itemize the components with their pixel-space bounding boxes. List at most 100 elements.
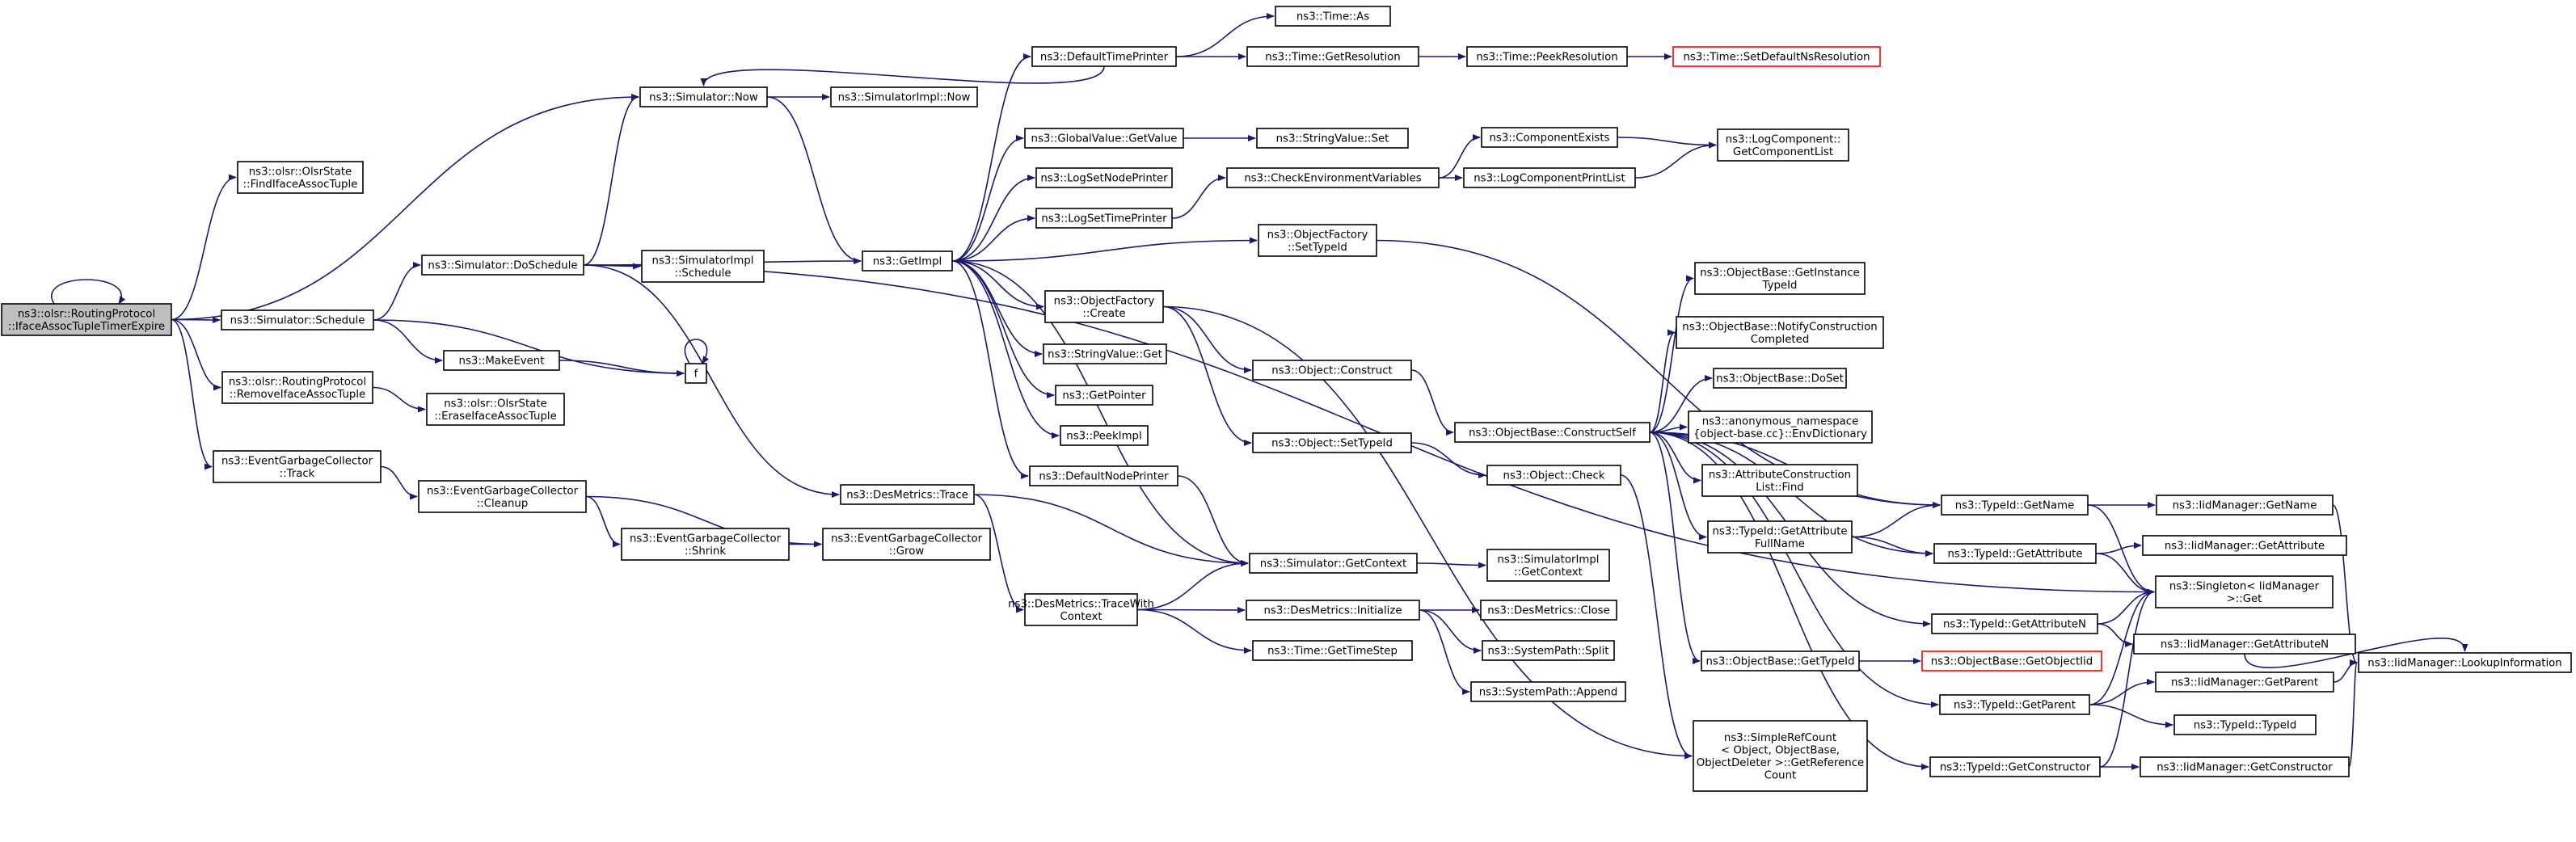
node-simImplGetContext[interactable]: ns3::SimulatorImpl::GetContext	[1486, 549, 1610, 582]
node-iidLookupInformation[interactable]: ns3::IidManager::LookupInformation	[2358, 652, 2572, 673]
node-egcShrink[interactable]: ns3::EventGarbageCollector::Shrink	[621, 528, 790, 561]
node-simDoSchedule[interactable]: ns3::Simulator::DoSchedule	[421, 255, 584, 276]
edge-typeIdGetParent-to-singletonGet	[2089, 588, 2155, 705]
node-label: ns3::olsr::RoutingProtocol	[18, 308, 155, 320]
node-iidGetParent[interactable]: ns3::IidManager::GetParent	[2155, 671, 2334, 693]
node-stringValueSet[interactable]: ns3::StringValue::Set	[1256, 128, 1409, 149]
node-checkEnvVars[interactable]: ns3::CheckEnvironmentVariables	[1226, 167, 1440, 188]
node-timePeekResolution[interactable]: ns3::Time::PeekResolution	[1466, 46, 1628, 67]
node-iidGetConstructor[interactable]: ns3::IidManager::GetConstructor	[2140, 756, 2350, 777]
node-timeGetResolution[interactable]: ns3::Time::GetResolution	[1246, 46, 1419, 67]
node-globalGetValue[interactable]: ns3::GlobalValue::GetValue	[1024, 128, 1184, 149]
node-logCompGetList[interactable]: ns3::LogComponent::GetComponentList	[1717, 128, 1849, 162]
node-simImplNow[interactable]: ns3::SimulatorImpl::Now	[830, 86, 978, 107]
node-defaultTimePrinter[interactable]: ns3::DefaultTimePrinter	[1031, 46, 1177, 67]
node-sysPathAppend[interactable]: ns3::SystemPath::Append	[1470, 681, 1626, 702]
node-objBaseConstructSelf[interactable]: ns3::ObjectBase::ConstructSelf	[1454, 422, 1651, 443]
edge-objBaseConstructSelf-to-objBaseDoSet	[1649, 375, 1713, 433]
node-box	[1470, 681, 1626, 702]
edge-getImpl-to-getPointer	[951, 260, 1055, 398]
node-objectConstruct[interactable]: ns3::Object::Construct	[1252, 360, 1412, 381]
node-removeIfaceAssoc[interactable]: ns3::olsr::RoutingProtocol::RemoveIfaceA…	[221, 371, 373, 404]
node-objectCheck[interactable]: ns3::Object::Check	[1486, 465, 1621, 486]
node-timeGetTimeStep[interactable]: ns3::Time::GetTimeStep	[1252, 640, 1413, 661]
node-box	[1701, 650, 1860, 671]
node-desClose[interactable]: ns3::DesMetrics::Close	[1480, 600, 1617, 621]
node-objFactorySetTypeId[interactable]: ns3::ObjectFactory::SetTypeId	[1258, 224, 1377, 257]
node-box	[421, 255, 584, 276]
node-typeIdGetName[interactable]: ns3::TypeId::GetName	[1941, 495, 2089, 516]
node-box	[1693, 720, 1868, 792]
node-timeAs[interactable]: ns3::Time::As	[1275, 6, 1391, 27]
node-simpleRefCount[interactable]: ns3::SimpleRefCount< Object, ObjectBase,…	[1693, 720, 1868, 792]
node-box	[1246, 46, 1419, 67]
node-desInitialize[interactable]: ns3::DesMetrics::Initialize	[1246, 600, 1420, 621]
node-label: Context	[1060, 611, 1102, 623]
node-simImplSchedule[interactable]: ns3::SimulatorImpl::Schedule	[641, 250, 765, 283]
node-componentExists[interactable]: ns3::ComponentExists	[1481, 127, 1618, 148]
node-timeSetDefaultNsRes[interactable]: ns3::Time::SetDefaultNsResolution	[1672, 46, 1881, 67]
node-typeIdGetAttribute[interactable]: ns3::TypeId::GetAttribute	[1933, 543, 2097, 564]
node-objBaseGetObjectIid[interactable]: ns3::ObjectBase::GetObjectIid	[1921, 650, 2102, 671]
edge-simDoSchedule-to-simNow	[583, 94, 639, 266]
node-box	[1701, 464, 1858, 497]
node-egcCleanup[interactable]: ns3::EventGarbageCollector::Cleanup	[418, 480, 587, 513]
node-root[interactable]: ns3::olsr::RoutingProtocol::IfaceAssocTu…	[1, 303, 172, 336]
node-label: ns3::ComponentExists	[1489, 133, 1609, 145]
node-typeIdGetConstructor[interactable]: ns3::TypeId::GetConstructor	[1929, 756, 2101, 777]
node-iidGetAttributeN[interactable]: ns3::IidManager::GetAttributeN	[2133, 634, 2356, 655]
node-envDictionary[interactable]: ns3::anonymous_namespace{object-base.cc}…	[1688, 410, 1873, 444]
edge-objectConstruct-to-objBaseConstructSelf	[1410, 369, 1454, 436]
node-logSetNodePrinter[interactable]: ns3::LogSetNodePrinter	[1035, 167, 1173, 188]
node-singletonGet[interactable]: ns3::Singleton< IidManager>::Get	[2155, 575, 2334, 608]
node-simSchedule[interactable]: ns3::Simulator::Schedule	[221, 309, 374, 330]
node-egcGrow[interactable]: ns3::EventGarbageCollector::Grow	[822, 528, 991, 561]
node-box	[2155, 671, 2334, 693]
node-defaultNodePrinter[interactable]: ns3::DefaultNodePrinter	[1029, 465, 1178, 486]
node-objectSetTypeId[interactable]: ns3::Object::SetTypeId	[1252, 432, 1412, 453]
node-logComponentPrintList[interactable]: ns3::LogComponentPrintList	[1463, 167, 1636, 188]
node-label: ns3::Simulator::GetContext	[1260, 558, 1406, 570]
edge-objBaseConstructSelf-to-objBaseNotifyConstruction	[1649, 329, 1676, 433]
node-iidGetName[interactable]: ns3::IidManager::GetName	[2156, 495, 2334, 516]
node-peekImpl[interactable]: ns3::PeekImpl	[1060, 425, 1149, 446]
node-objBaseDoSet[interactable]: ns3::ObjectBase::DoSet	[1713, 368, 1847, 389]
node-simGetContext[interactable]: ns3::Simulator::GetContext	[1249, 553, 1418, 574]
node-objBaseNotifyConstruction[interactable]: ns3::ObjectBase::NotifyConstructionCompl…	[1676, 316, 1884, 349]
edge-desTrace-to-desTraceWith	[973, 494, 1024, 613]
node-findIfaceAssoc[interactable]: ns3::olsr::OlsrState::FindIfaceAssocTupl…	[237, 161, 364, 194]
node-typeIdGetAttributeN[interactable]: ns3::TypeId::GetAttributeN	[1931, 613, 2098, 634]
node-getPointer[interactable]: ns3::GetPointer	[1055, 385, 1153, 406]
node-simNow[interactable]: ns3::Simulator::Now	[639, 86, 768, 107]
node-eraseIfaceAssoc[interactable]: ns3::olsr::OlsrState::EraseIfaceAssocTup…	[426, 393, 565, 426]
node-objFactoryCreate[interactable]: ns3::ObjectFactory::Create	[1044, 290, 1164, 323]
node-typeIdTypeId[interactable]: ns3::TypeId::TypeId	[2173, 714, 2317, 735]
node-box	[2142, 535, 2347, 556]
node-label: Completed	[1751, 334, 1810, 346]
node-stringValueGet[interactable]: ns3::StringValue::Get	[1043, 343, 1167, 364]
node-label: ns3::StringValue::Get	[1048, 349, 1162, 361]
node-label: ns3::LogSetNodePrinter	[1040, 173, 1168, 185]
node-typeIdGetParent[interactable]: ns3::TypeId::GetParent	[1939, 694, 2090, 715]
node-sysPathSplit[interactable]: ns3::SystemPath::Split	[1482, 640, 1615, 661]
node-egcTrack[interactable]: ns3::EventGarbageCollector::Track	[213, 450, 382, 483]
node-desTrace[interactable]: ns3::DesMetrics::Trace	[840, 484, 975, 505]
edge-getImpl-to-logSetNodePrinter	[951, 175, 1035, 262]
edge-simGetContext-to-simImplGetContext	[1416, 562, 1486, 569]
edge-removeIfaceAssoc-to-eraseIfaceAssoc	[372, 386, 426, 413]
node-logSetTimePrinter[interactable]: ns3::LogSetTimePrinter	[1035, 208, 1173, 229]
node-box	[2173, 714, 2317, 735]
edge-checkEnvVars-to-componentExists	[1438, 134, 1481, 179]
node-objBaseGetTypeId[interactable]: ns3::ObjectBase::GetTypeId	[1701, 650, 1860, 671]
node-getImpl[interactable]: ns3::GetImpl	[862, 250, 953, 272]
node-f[interactable]: f	[685, 363, 707, 384]
node-iidGetAttribute[interactable]: ns3::IidManager::GetAttribute	[2142, 535, 2347, 556]
edge-root-to-simNow	[171, 94, 639, 321]
node-makeEvent[interactable]: ns3::MakeEvent	[443, 350, 560, 371]
edge-desTraceWith-to-timeGetTimeStep	[1136, 608, 1252, 654]
node-label: ::Track	[280, 468, 315, 480]
